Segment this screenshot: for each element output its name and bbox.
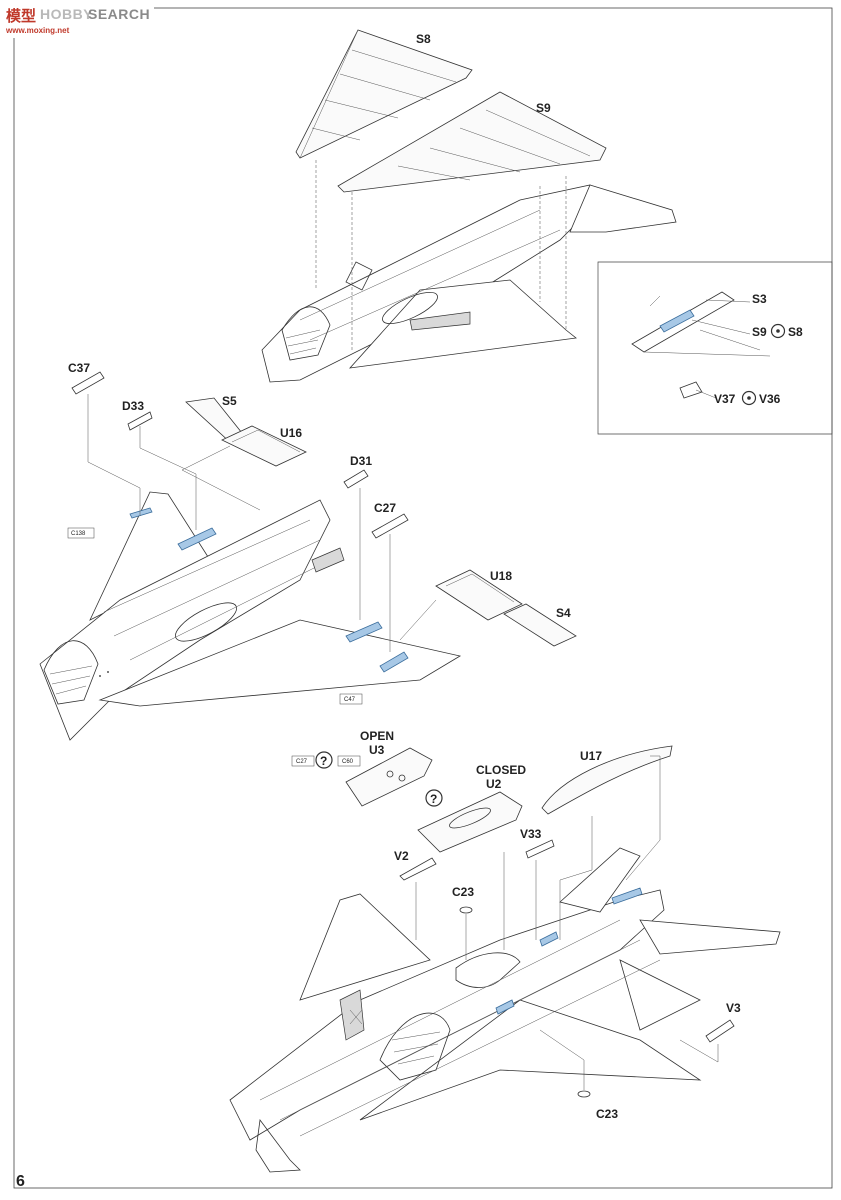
part-d31-drawing bbox=[343, 469, 369, 489]
watermark-url: www.moxing.net bbox=[5, 26, 70, 35]
part-c23-bottom-drawing bbox=[577, 1090, 591, 1098]
label-d31: D31 bbox=[350, 454, 372, 468]
top-guide-lines bbox=[315, 160, 567, 352]
part-s8-drawing bbox=[295, 29, 473, 159]
ref-box-c27: C27 bbox=[291, 755, 315, 767]
label-open: OPEN bbox=[360, 729, 394, 743]
label-c47: C47 bbox=[344, 697, 356, 703]
part-c37-drawing bbox=[71, 371, 105, 395]
label-c27: C27 bbox=[374, 501, 396, 515]
bottom-aircraft-body bbox=[229, 847, 781, 1173]
part-u16-drawing bbox=[221, 425, 307, 467]
label-u16: U16 bbox=[280, 426, 302, 440]
question-mark-open: ? bbox=[320, 754, 327, 768]
label-inset-v37: V37 bbox=[714, 392, 736, 406]
label-c23-bottom: C23 bbox=[596, 1107, 618, 1121]
inset-detail: S3 S9 S8 V37 V36 bbox=[597, 261, 833, 435]
question-icon bbox=[315, 751, 333, 769]
part-u17-drawing bbox=[541, 745, 673, 815]
label-u2: U2 bbox=[486, 777, 502, 791]
label-u3: U3 bbox=[369, 743, 385, 757]
ref-box-c47: C47 bbox=[339, 693, 363, 705]
top-aircraft-body bbox=[261, 184, 677, 383]
watermark-brand-prefix: HOBBY bbox=[40, 6, 93, 22]
label-d33: D33 bbox=[122, 399, 144, 413]
question-mark-closed: ? bbox=[430, 792, 437, 806]
label-s8: S8 bbox=[416, 32, 431, 46]
label-s9: S9 bbox=[536, 101, 551, 115]
question-icon bbox=[425, 789, 443, 807]
label-inset-v36: V36 bbox=[759, 392, 781, 406]
label-u18: U18 bbox=[490, 569, 512, 583]
label-inset-s9: S9 bbox=[752, 325, 767, 339]
part-c23-top-drawing bbox=[459, 906, 473, 914]
label-c23-top: C23 bbox=[452, 885, 474, 899]
label-u17: U17 bbox=[580, 749, 602, 763]
watermark: 模型 HOBBY SEARCH www.moxing.net bbox=[4, 4, 154, 38]
middle-assembly: C37 D33 S5 U16 D31 C27 U18 S4 bbox=[39, 361, 577, 741]
watermark-brand-en: SEARCH bbox=[88, 6, 150, 22]
part-c27-drawing bbox=[371, 513, 409, 539]
page-number: 6 bbox=[16, 1173, 25, 1190]
part-d33-drawing bbox=[127, 411, 153, 431]
label-c138: C138 bbox=[71, 531, 86, 537]
top-assembly: S8 S9 bbox=[261, 29, 677, 383]
label-v33: V33 bbox=[520, 827, 542, 841]
part-s9-drawing bbox=[337, 91, 607, 193]
bottom-assembly: OPEN U3 C27 ? C60 CLOSED U2 ? U17 V33 V2… bbox=[229, 729, 781, 1173]
ref-box-c60: C60 bbox=[337, 755, 361, 767]
label-s5: S5 bbox=[222, 394, 237, 408]
label-closed: CLOSED bbox=[476, 763, 526, 777]
label-c37: C37 bbox=[68, 361, 90, 375]
page-border bbox=[13, 7, 833, 1189]
label-v2: V2 bbox=[394, 849, 409, 863]
bottom-guide-lines bbox=[415, 755, 719, 1090]
label-inset-s8: S8 bbox=[788, 325, 803, 339]
watermark-brand-cn: 模型 bbox=[6, 7, 36, 25]
ref-box-c138: C138 bbox=[67, 527, 95, 539]
middle-aircraft-body bbox=[39, 491, 462, 741]
label-ref-c27: C27 bbox=[296, 759, 308, 765]
part-u18-drawing bbox=[435, 569, 523, 621]
label-ref-c60: C60 bbox=[342, 759, 354, 765]
middle-guide-lines bbox=[87, 394, 437, 652]
part-v2-drawing bbox=[399, 857, 437, 881]
part-v3-drawing bbox=[705, 1019, 735, 1043]
label-s4: S4 bbox=[556, 606, 571, 620]
part-u2-drawing bbox=[417, 791, 523, 853]
label-v3: V3 bbox=[726, 1001, 741, 1015]
part-s4-drawing bbox=[503, 603, 577, 647]
label-inset-s3: S3 bbox=[752, 292, 767, 306]
part-v33-drawing bbox=[525, 839, 555, 859]
